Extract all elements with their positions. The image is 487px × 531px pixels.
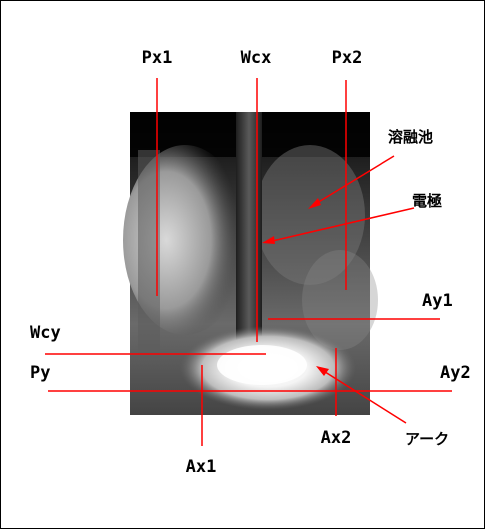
label-wcy: Wcy — [30, 323, 61, 343]
label-ax1: Ax1 — [186, 457, 217, 477]
label-wcx: Wcx — [241, 48, 272, 68]
label-arc: アーク — [405, 430, 449, 448]
weld-photo — [123, 112, 378, 415]
label-py: Py — [30, 363, 50, 383]
label-px1: Px1 — [142, 48, 173, 68]
label-px2: Px2 — [332, 48, 363, 68]
electrode-rod — [236, 112, 262, 350]
label-ay1: Ay1 — [422, 291, 453, 311]
label-ay2: Ay2 — [440, 363, 471, 383]
label-weld-pool: 溶融池 — [388, 128, 433, 146]
label-electrode: 電極 — [412, 192, 442, 210]
label-ax2: Ax2 — [321, 428, 352, 448]
arc-core — [217, 345, 307, 385]
